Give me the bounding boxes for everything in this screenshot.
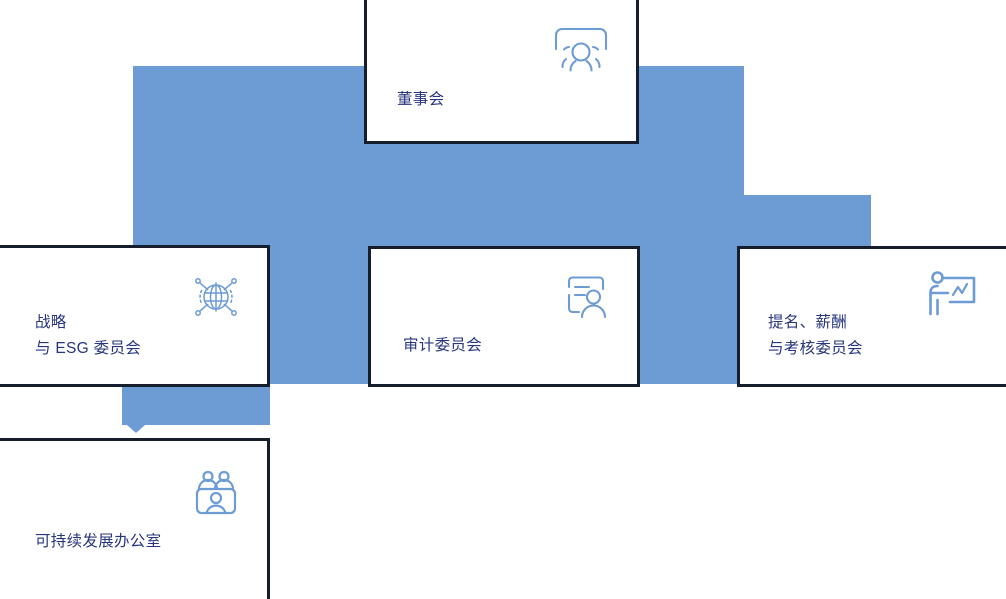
three-people-box-icon	[191, 469, 241, 519]
node-label-board: 董事会	[397, 91, 445, 108]
node-card-office[interactable]: 可持续发展办公室	[0, 438, 270, 599]
node-card-board[interactable]: 董事会	[364, 0, 639, 144]
document-person-icon	[561, 273, 611, 323]
arrow-down-icon	[127, 425, 145, 433]
presenter-chart-icon	[926, 268, 980, 320]
node-card-nomination[interactable]: 提名、薪酬 与考核委员会	[737, 246, 1006, 387]
node-label-audit: 审计委员会	[403, 337, 483, 354]
node-card-audit[interactable]: 审计委员会	[368, 246, 640, 387]
group-of-people-icon	[552, 25, 610, 79]
node-card-strategy-esg[interactable]: 战略 与 ESG 委员会	[0, 245, 270, 387]
node-label-strategy-esg: 战略 与 ESG 委员会	[35, 314, 142, 357]
connector-office-stem	[122, 384, 270, 425]
globe-network-icon	[191, 272, 241, 322]
node-label-nomination: 提名、薪酬 与考核委员会	[768, 314, 863, 357]
node-label-office: 可持续发展办公室	[35, 533, 162, 550]
